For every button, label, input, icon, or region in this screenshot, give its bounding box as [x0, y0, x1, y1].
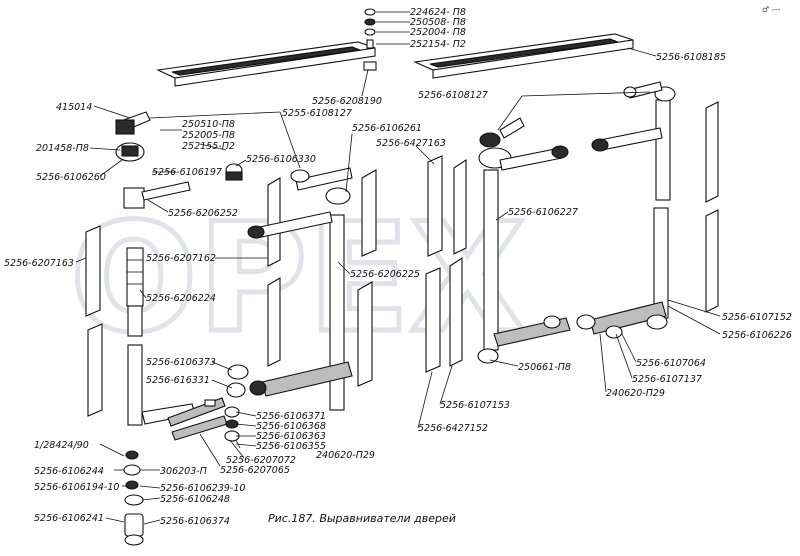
part-label: 5256-6206225 [350, 269, 420, 280]
part-label: 5256-6106260 [36, 172, 106, 183]
part-label: 5256-6427163 [376, 138, 446, 149]
part-label: 252154- П2 [410, 39, 466, 50]
part-label: 5256-6106355 [256, 441, 326, 452]
part-label: 306203-П [160, 466, 207, 477]
center-door-assembly [225, 163, 377, 411]
part-label: 5256-6106227 [508, 207, 578, 218]
part-label: 5256-6106261 [352, 123, 422, 134]
part-label: 224624- П8 [410, 7, 466, 18]
part-label: 5256-6106371 [256, 411, 326, 422]
part-label: 5256-616331 [146, 375, 210, 386]
part-label: 252005-П8 [182, 130, 235, 141]
part-label: 5256-6106197 [152, 167, 222, 178]
part-label: 5256-6107064 [636, 358, 706, 369]
left-shaft-assembly [115, 111, 228, 546]
left-seal-strips [85, 225, 103, 417]
part-label: 5256-6206252 [168, 208, 238, 219]
part-label: 5256-6207162 [146, 253, 216, 264]
washer-stack [363, 8, 377, 71]
part-label: 252004- П8 [410, 27, 466, 38]
part-label: 1/28424/90 [34, 440, 89, 451]
part-label: 5256-6106194-10 [34, 482, 119, 493]
part-label: 5256-6107137 [632, 374, 702, 385]
part-label: 5256-6107153 [440, 400, 510, 411]
part-label: 5256-6108127 [418, 90, 488, 101]
part-label: 415014 [56, 102, 92, 113]
part-label: 5256-6106368 [256, 421, 326, 432]
part-label: 5256-6106330 [246, 154, 316, 165]
center-hardware [204, 399, 240, 442]
part-label: 5256-6207163 [4, 258, 74, 269]
part-label: 5255-6108127 [282, 108, 352, 119]
leader-lines [75, 11, 721, 525]
part-label: 5256-6108185 [656, 52, 726, 63]
part-label: 5256-6207065 [220, 465, 290, 476]
part-label: 5256-6106241 [34, 513, 104, 524]
trough-left [156, 41, 376, 87]
part-label: 5256-6106226 [722, 330, 792, 341]
figure-caption: Рис.187. Выравниватели дверей [268, 512, 456, 525]
part-label: 201458-П8 [36, 143, 89, 154]
part-label: 5256-6106244 [34, 466, 104, 477]
part-label: 5256-6107152 [722, 312, 792, 323]
part-label: 252155-П2 [182, 141, 235, 152]
part-label: 5256-6427152 [418, 423, 488, 434]
part-label: 5256-6208190 [312, 96, 382, 107]
right-door-assembly [425, 81, 719, 373]
part-label: 250661-П8 [518, 362, 571, 373]
part-label: 5256-6106363 [256, 431, 326, 442]
part-label: 5256-6106373 [146, 357, 216, 368]
part-label: 250508- П8 [410, 17, 466, 28]
part-label: 250510-П8 [182, 119, 235, 130]
part-label: 5256-6106239-10 [160, 483, 245, 494]
corner-mark: ♂ --- [762, 5, 780, 14]
part-labels: 224624- П8 250508- П8 252004- П8 252154-… [4, 7, 792, 527]
trough-right [413, 33, 634, 79]
part-label: 5256-6106374 [160, 516, 230, 527]
part-label: 5256-6106248 [160, 494, 230, 505]
part-label: 240620-П29 [316, 450, 375, 461]
part-label: 5256-6206224 [146, 293, 216, 304]
part-label: 5256-6207072 [226, 455, 296, 466]
part-label: 240620-П29 [606, 388, 665, 399]
